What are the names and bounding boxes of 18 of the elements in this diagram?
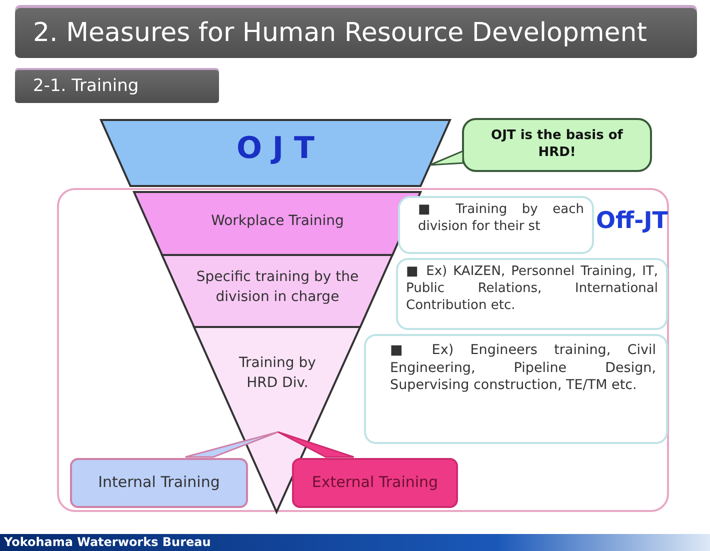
band-label: O J T bbox=[235, 130, 316, 168]
title-banner: 2. Measures for Human Resource Development bbox=[15, 8, 697, 58]
band-label: Specific training by the division in charge bbox=[195, 268, 360, 307]
description-text: ■ Training by each division for their st bbox=[398, 196, 594, 254]
section-label: Off-JT bbox=[596, 207, 668, 237]
description-text: ■ Ex) KAIZEN, Personnel Training, IT, Public Relations, International Contribution etc. bbox=[396, 258, 668, 330]
description-text: ■ Ex) Engineers training, Civil Engineering, Pipeline Design, Supervising construction, TE/TM etc. bbox=[364, 334, 668, 444]
section-banner: 2-1. Training bbox=[15, 70, 219, 103]
band-label: Training by HRD Div. bbox=[238, 354, 317, 393]
speech-bubble: OJT is the basis of HRD! bbox=[462, 118, 652, 172]
callout-tail bbox=[277, 431, 354, 458]
callout-tail bbox=[184, 431, 279, 458]
triangle-band bbox=[101, 120, 450, 186]
callout-tail bbox=[429, 150, 464, 166]
footer-bar: Yokohama Waterworks Bureau bbox=[0, 534, 710, 551]
triangle-band bbox=[162, 255, 393, 327]
band-label: Workplace Training bbox=[210, 212, 345, 231]
group-frame bbox=[57, 188, 669, 512]
